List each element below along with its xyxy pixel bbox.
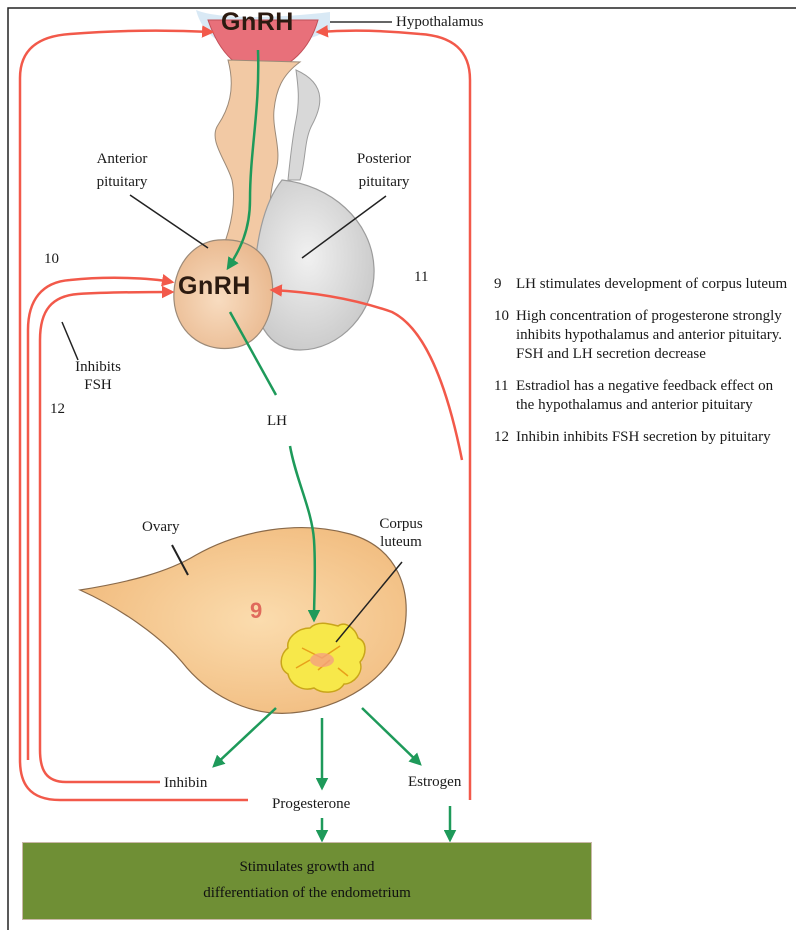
estrogen-label: Estrogen bbox=[408, 773, 461, 791]
note-number: 11 bbox=[494, 377, 508, 396]
anterior-pituitary-line2: pituitary bbox=[82, 173, 162, 191]
frame-border bbox=[8, 8, 796, 930]
anterior-pituitary-label: Anterior pituitary bbox=[82, 150, 162, 191]
inhibin-label: Inhibin bbox=[164, 774, 207, 792]
endometrium-box: Stimulates growth and differentiation of… bbox=[22, 842, 592, 920]
endometrium-line1: Stimulates growth and bbox=[23, 859, 591, 876]
inhibits-fsh-line1: Inhibits bbox=[66, 358, 130, 376]
note-text: Estradiol has a negative feedback effect… bbox=[494, 377, 794, 415]
note-number: 10 bbox=[494, 307, 509, 326]
note-text: Inhibin inhibits FSH secretion by pituit… bbox=[494, 428, 794, 447]
corpus-luteum-label: Corpus luteum bbox=[366, 515, 436, 551]
note-text: High concentration of progesterone stron… bbox=[494, 307, 794, 364]
gnrh-hypothalamus-label: GnRH bbox=[221, 8, 294, 37]
corpus-luteum-center bbox=[310, 653, 334, 667]
inhibits-fsh-line2: FSH bbox=[66, 376, 130, 394]
posterior-pituitary-line1: Posterior bbox=[342, 150, 426, 168]
posterior-pituitary-label: Posterior pituitary bbox=[342, 150, 426, 191]
progesterone-label: Progesterone bbox=[272, 795, 350, 813]
note-number: 9 bbox=[494, 275, 502, 294]
number-11-label: 11 bbox=[414, 268, 428, 286]
hypothalamus-label: Hypothalamus bbox=[396, 13, 484, 31]
inhibits-fsh-label: Inhibits FSH bbox=[66, 358, 130, 394]
ovary-label: Ovary bbox=[142, 518, 180, 536]
anterior-pointer bbox=[130, 195, 208, 248]
note-item: 9 LH stimulates development of corpus lu… bbox=[494, 275, 794, 294]
posterior-pituitary-shape bbox=[254, 180, 374, 350]
inhibits-fsh-pointer bbox=[62, 322, 78, 360]
notes-list: 9 LH stimulates development of corpus lu… bbox=[494, 275, 794, 460]
gnrh-pituitary-label: GnRH bbox=[178, 272, 251, 301]
note-text: LH stimulates development of corpus lute… bbox=[494, 275, 794, 294]
corpus-luteum-line1: Corpus bbox=[366, 515, 436, 533]
note-item: 11 Estradiol has a negative feedback eff… bbox=[494, 377, 794, 415]
note-item: 10 High concentration of progesterone st… bbox=[494, 307, 794, 364]
posterior-stalk bbox=[288, 70, 320, 180]
note-number: 12 bbox=[494, 428, 509, 447]
number-12-label: 12 bbox=[50, 400, 65, 418]
ovary-shape bbox=[80, 528, 406, 714]
posterior-pituitary-line2: pituitary bbox=[342, 173, 426, 191]
arrow-to-inhibin bbox=[214, 708, 276, 766]
endometrium-line2: differentiation of the endometrium bbox=[23, 885, 591, 902]
note-item: 12 Inhibin inhibits FSH secretion by pit… bbox=[494, 428, 794, 447]
number-10-label: 10 bbox=[44, 250, 59, 268]
step-9-marker: 9 bbox=[250, 598, 262, 624]
anterior-pituitary-line1: Anterior bbox=[82, 150, 162, 168]
corpus-luteum-line2: luteum bbox=[366, 533, 436, 551]
arrow-to-estrogen bbox=[362, 708, 420, 764]
lh-label: LH bbox=[267, 412, 287, 430]
